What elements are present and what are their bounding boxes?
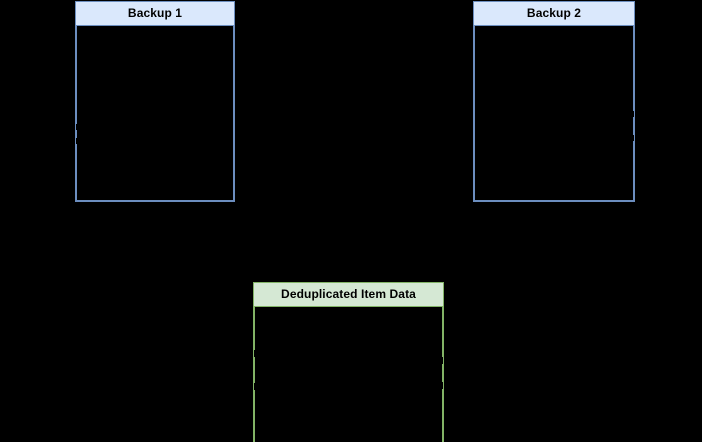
- connector-notch-backup-2-0: [630, 111, 634, 117]
- connector-notch-deduplicated-item-data-3: [439, 382, 443, 389]
- connector-notch-deduplicated-item-data-2: [439, 357, 443, 364]
- node-title-backup-1: Backup 1: [75, 1, 235, 26]
- connector-notch-deduplicated-item-data-1: [254, 383, 258, 390]
- connector-notch-backup-1-0: [76, 124, 80, 130]
- node-title-deduplicated-item-data: Deduplicated Item Data: [253, 282, 444, 307]
- node-body-deduplicated-item-data: [253, 307, 444, 442]
- connector-notch-deduplicated-item-data-0: [254, 350, 258, 357]
- node-body-backup-2: [473, 26, 635, 202]
- node-backup-1[interactable]: Backup 1: [75, 1, 235, 202]
- connector-notch-backup-1-1: [76, 138, 80, 144]
- node-title-backup-2: Backup 2: [473, 1, 635, 26]
- node-deduplicated-item-data[interactable]: Deduplicated Item Data: [253, 282, 444, 442]
- connector-notch-backup-2-1: [630, 135, 634, 141]
- node-body-backup-1: [75, 26, 235, 202]
- node-backup-2[interactable]: Backup 2: [473, 1, 635, 202]
